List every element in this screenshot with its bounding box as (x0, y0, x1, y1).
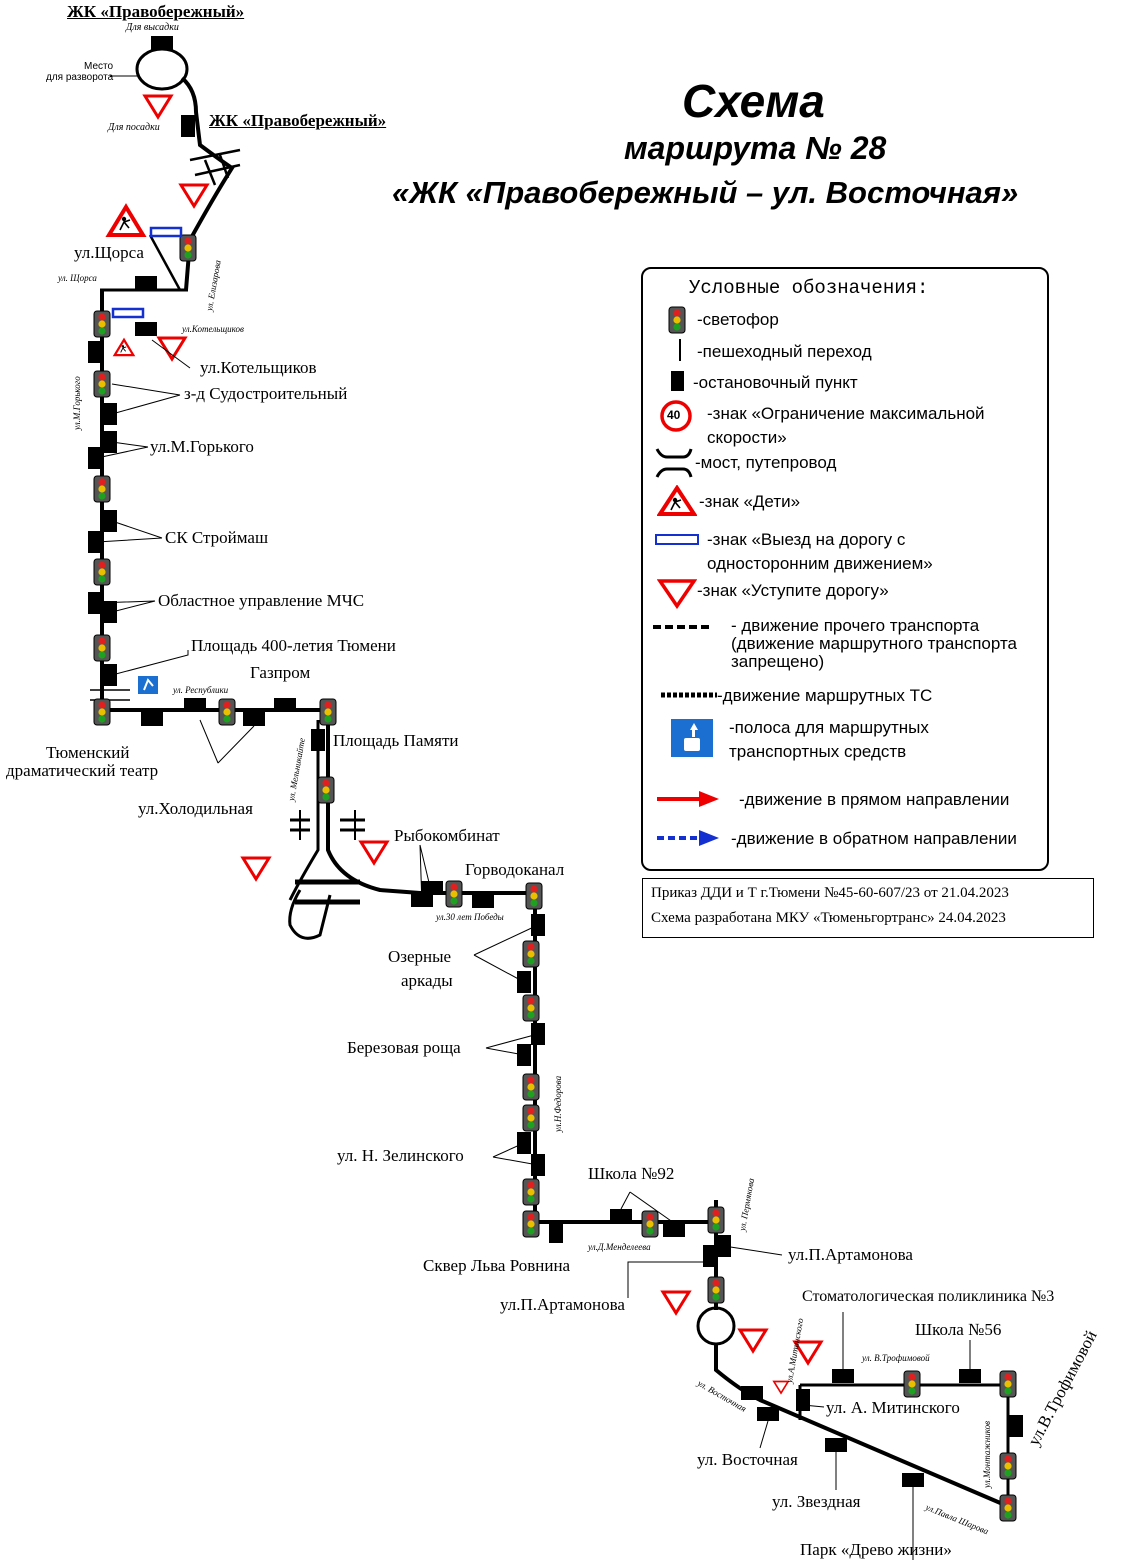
legend-backward: -движение в обратном направлении (731, 829, 1017, 848)
legend-buslane-1: -полоса для маршрутных (729, 718, 929, 737)
stop-gazprom: Газпром (250, 663, 311, 682)
stop-theatre-2: драматический театр (6, 761, 159, 780)
traffic-light-icon (668, 306, 686, 334)
stop-stroymash: СК Строймаш (165, 528, 269, 547)
stop-ozernye-2: аркады (401, 971, 453, 990)
stop-shchorsa: ул.Щорса (74, 243, 144, 262)
speed-limit-icon (660, 400, 692, 432)
info-developer: Схема разработана МКУ «Тюменьгортранс» 2… (651, 910, 1006, 926)
stop-stomat: Стоматологическая поликлиника №3 (802, 1288, 1055, 1305)
leader-lines (96, 75, 971, 1560)
street-shchorsa: ул. Щорса (58, 273, 97, 283)
stop-artamonova-right: ул.П.Артамонова (788, 1245, 913, 1264)
turn-label-1: Место (84, 61, 114, 72)
legend-yield: -знак «Уступите дорогу» (697, 581, 889, 600)
pickup-label: Для посадки (108, 122, 160, 133)
legend-speed-2: скорости» (707, 428, 787, 447)
title-line3: «ЖК «Правобережный – ул. Восточная» (392, 175, 1019, 210)
legend-bridge: -мост, путепровод (695, 453, 837, 472)
street-let-pobedy: ул.30 лет Победы (436, 912, 504, 922)
stop-skver: Сквер Льва Ровнина (423, 1256, 571, 1275)
speed-limit-value: 40 (667, 408, 681, 422)
backward-arrow-icon (657, 830, 719, 846)
stop-sudostroitelny: з-д Судостроительный (184, 384, 348, 403)
stop-gorkogo: ул.М.Горького (150, 437, 254, 456)
stop-school56: Школа №56 (915, 1320, 1002, 1339)
title-line1: Схема (682, 75, 825, 127)
legend-stop: -остановочный пункт (693, 373, 858, 392)
turn-label-2: для разворота (46, 72, 114, 83)
street-trofimovoy: ул. В.Трофимовой (862, 1353, 930, 1363)
street-mendeleeva: ул.Д.Менделеева (588, 1242, 651, 1252)
stop-mitinskogo: ул. А. Митинского (826, 1398, 960, 1417)
stop-kotelshchikov: ул.Котельщиков (200, 358, 317, 377)
legend-route: -движение маршрутных ТС (717, 686, 933, 705)
stop-artamonova-left: ул.П.Артамонова (500, 1295, 625, 1314)
info-box: Приказ ДДИ и Т г.Тюмени №45-60-607/23 от… (642, 878, 1094, 938)
info-order: Приказ ДДИ и Т г.Тюмени №45-60-607/23 от… (651, 885, 1009, 901)
other-traffic-icon (653, 625, 709, 629)
legend-oneway-1: -знак «Выезд на дорогу с (707, 530, 906, 549)
stop-park: Парк «Древо жизни» (800, 1540, 952, 1559)
stop-gorvodokanal: Горводоканал (465, 860, 565, 879)
stop-ploshchad400: Площадь 400-летия Тюмени (191, 636, 396, 655)
street-m-gorkogo: ул.М.Горького (72, 376, 82, 430)
terminal-title: ЖК «Правобережный» (67, 2, 245, 21)
stop-mchs: Областное управление МЧС (158, 591, 365, 610)
stop-icon (671, 371, 684, 391)
street-kotelshchikov: ул.Котельщиков (182, 324, 244, 334)
bridge-icon (655, 448, 693, 478)
stop-zvezdnaya: ул. Звездная (772, 1492, 861, 1511)
legend-heading: Условные обозначения: (689, 277, 929, 299)
legend-children: -знак «Дети» (699, 492, 801, 511)
legend-crosswalk: -пешеходный переход (697, 342, 872, 361)
dropoff-label: Для высадки (126, 22, 179, 33)
stop-rybokombinat: Рыбокомбинат (394, 826, 500, 845)
bridges (189, 148, 365, 905)
children-sign-icon (657, 485, 697, 516)
route-traffic-icon (661, 692, 717, 698)
legend-forward: -движение в прямом направлении (739, 790, 1010, 809)
legend-other-1: - движение прочего транспорта (731, 616, 980, 635)
stop-ozernye-1: Озерные (388, 947, 452, 966)
legend-other-2: (движение маршрутного транспорта (731, 634, 1018, 653)
stop-berezovaya: Березовая роща (347, 1038, 461, 1057)
stop-zelinskogo: ул. Н. Зелинского (337, 1146, 464, 1165)
street-montazhnikov: ул.Монтажников (982, 1421, 992, 1488)
legend-other-3: запрещено) (731, 652, 825, 671)
legend-traffic-light: -светофор (697, 310, 779, 329)
legend-box: Условные обозначения: -светофор -пешеход… (641, 267, 1049, 871)
terminal-stop-label: ЖК «Правобережный» (209, 111, 387, 130)
crosswalk-icon (679, 339, 681, 361)
bus-lane-icon (671, 719, 713, 757)
street-respubliki: ул. Республики (173, 685, 229, 695)
stop-ploshchad-pamyati: Площадь Памяти (333, 731, 459, 750)
forward-arrow-icon (657, 791, 719, 807)
title-line2: маршрута № 28 (624, 130, 887, 166)
stop-school92: Школа №92 (588, 1164, 675, 1183)
road-signs (107, 94, 823, 1394)
yield-sign-icon (657, 579, 697, 609)
stop-theatre-1: Тюменский (46, 743, 130, 762)
stop-kholodilnaya: ул.Холодильная (138, 799, 253, 818)
legend-buslane-2: транспортных средств (729, 742, 907, 761)
oneway-sign-icon (655, 534, 699, 545)
legend-oneway-2: односторонним движением» (707, 554, 933, 573)
stop-vostochnaya: ул. Восточная (697, 1450, 798, 1469)
street-fedorova: ул.Н.Федорова (553, 1075, 563, 1132)
legend-speed-1: -знак «Ограничение максимальной (707, 404, 985, 423)
